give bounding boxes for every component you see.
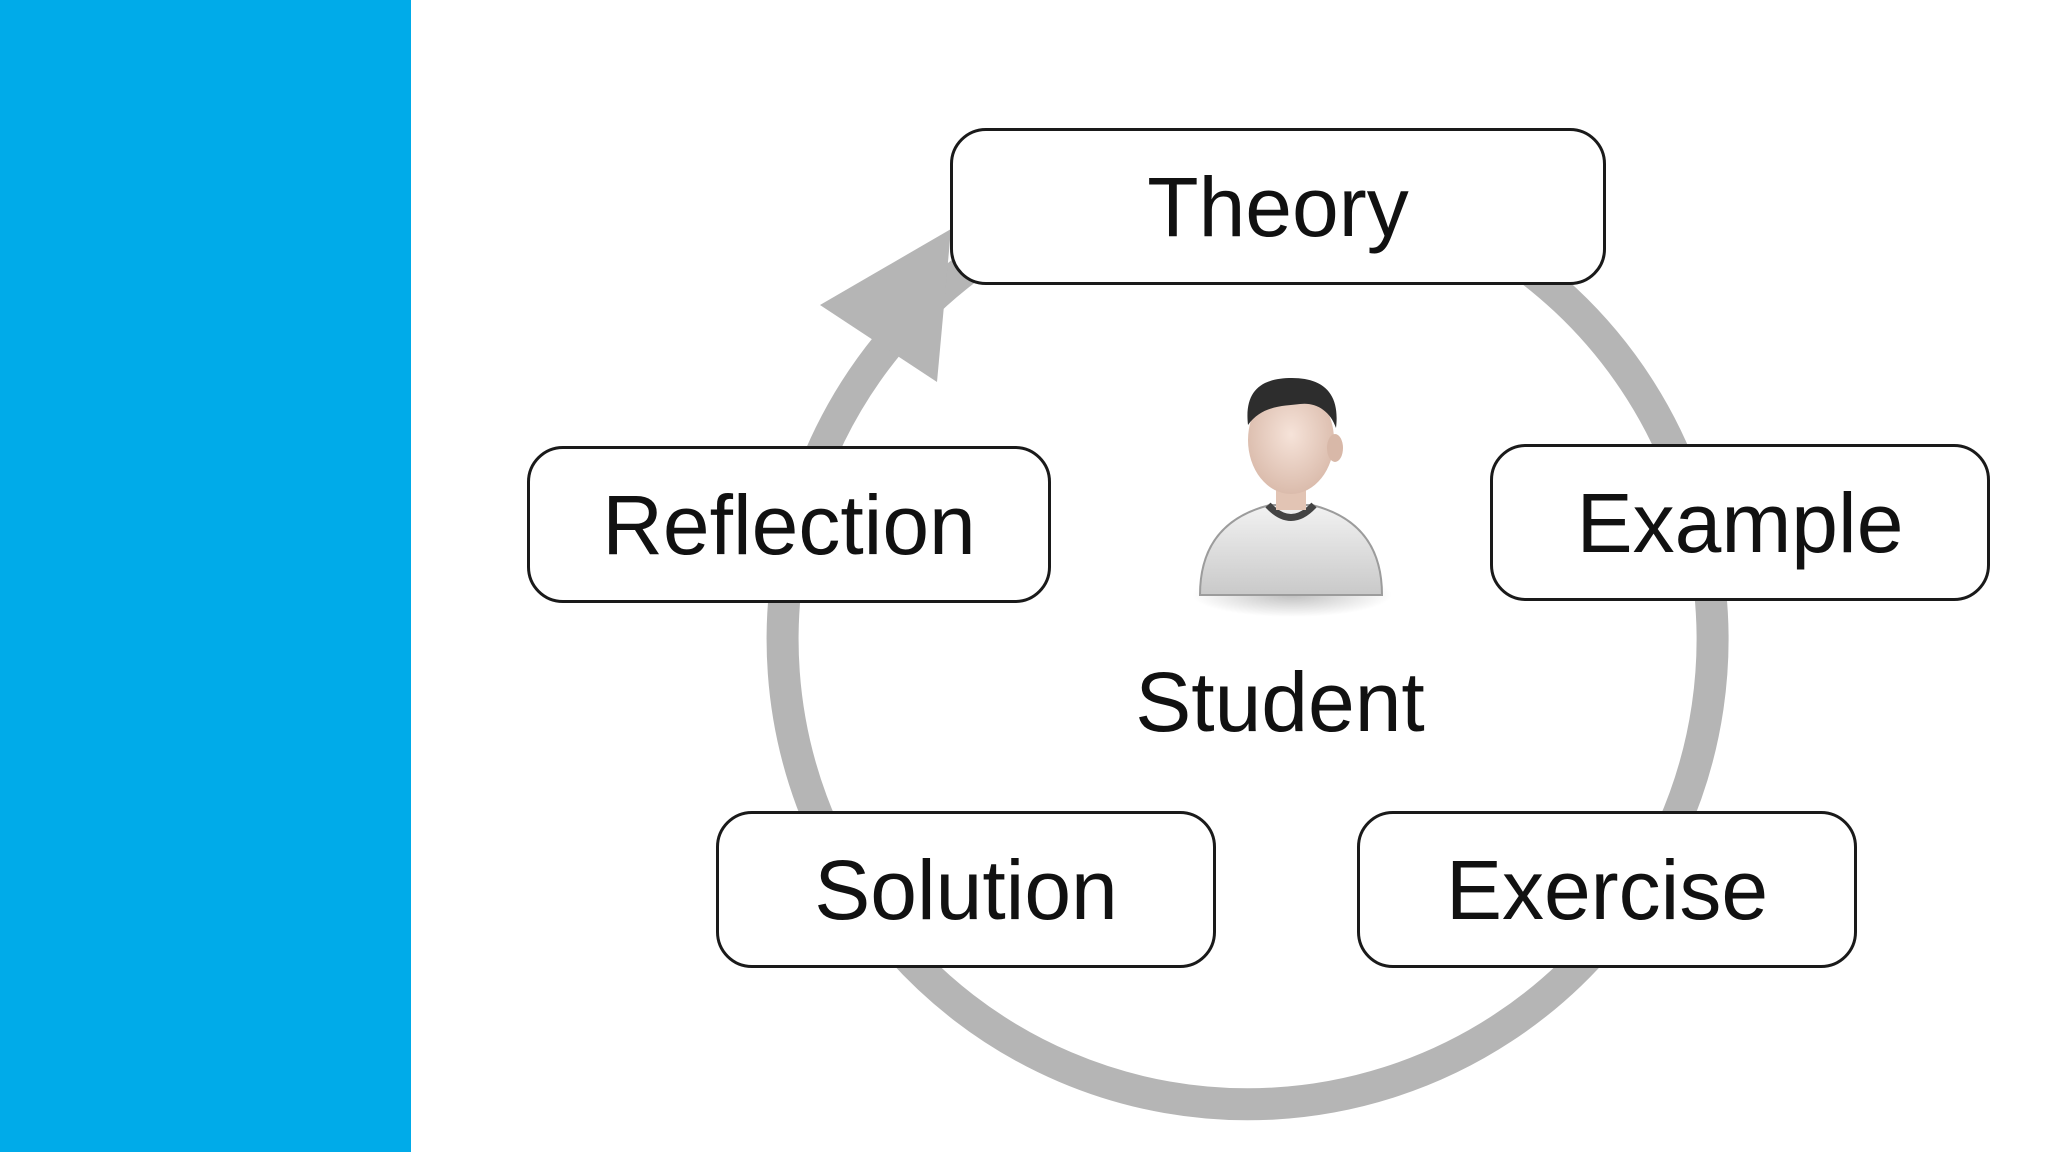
stage-label-theory: Theory — [1147, 165, 1408, 249]
stage-label-reflection: Reflection — [602, 483, 976, 567]
stage-label-solution: Solution — [814, 848, 1118, 932]
center-label-student: Student — [1080, 660, 1480, 744]
student-avatar-icon — [1192, 378, 1392, 617]
stage-box-reflection: Reflection — [527, 446, 1051, 603]
stage-box-example: Example — [1490, 444, 1990, 601]
stage-box-theory: Theory — [950, 128, 1606, 285]
stage-box-exercise: Exercise — [1357, 811, 1857, 968]
stage-box-solution: Solution — [716, 811, 1216, 968]
stage-label-example: Example — [1577, 481, 1904, 565]
stage-label-exercise: Exercise — [1446, 848, 1768, 932]
